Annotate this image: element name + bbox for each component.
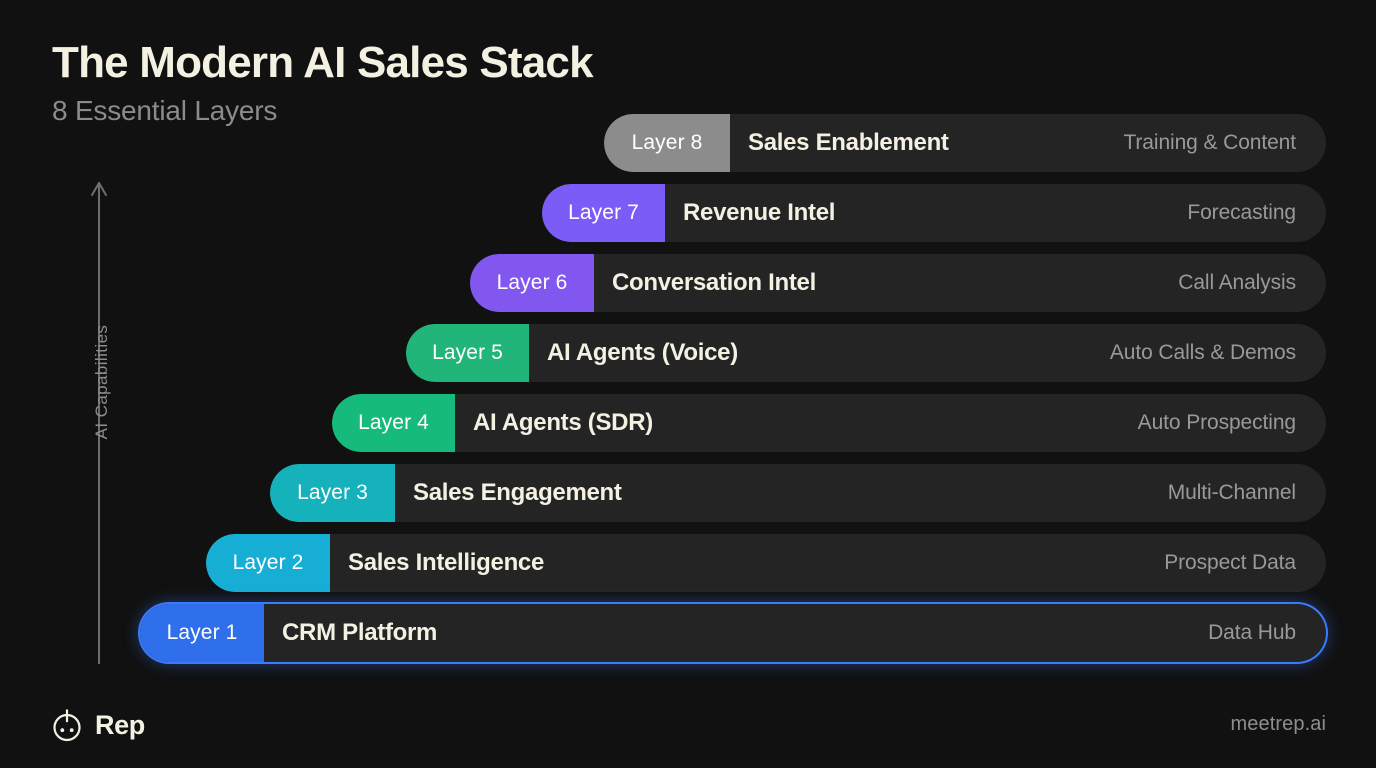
layer-badge: Layer 7 [542, 184, 665, 242]
layer-description: Prospect Data [1164, 551, 1296, 574]
footer-brand: Rep [50, 708, 145, 742]
layer-row[interactable]: Layer 6 Conversation Intel Call Analysis [470, 254, 1326, 312]
layer-description: Multi-Channel [1167, 481, 1296, 504]
layer-row[interactable]: Layer 3 Sales Engagement Multi-Channel [270, 464, 1326, 522]
layer-title: Revenue Intel [683, 199, 836, 226]
rep-robot-logo-icon [50, 708, 84, 742]
layer-title: Sales Engagement [413, 479, 622, 506]
layer-stack: Layer 8 Sales Enablement Training & Conten… [0, 114, 1376, 674]
layer-badge: Layer 2 [206, 534, 330, 592]
layer-badge: Layer 3 [270, 464, 395, 522]
layer-title: Sales Enablement [748, 129, 949, 156]
layer-description: Data Hub [1208, 621, 1296, 644]
layer-row[interactable]: Layer 8 Sales Enablement Training & Conten… [604, 114, 1326, 172]
layer-description: Forecasting [1187, 201, 1296, 224]
layer-row[interactable]: Layer 1 CRM Platform Data Hub [140, 604, 1326, 662]
layer-title: Sales Intelligence [348, 549, 545, 576]
layer-title: Conversation Intel [612, 269, 816, 296]
layer-description: Call Analysis [1178, 271, 1296, 294]
axis-line [98, 182, 100, 664]
layer-description: Training & Content [1123, 131, 1296, 154]
header: The Modern AI Sales Stack 8 Essential La… [52, 38, 752, 128]
footer-url: meetrep.ai [1230, 713, 1326, 735]
layer-row[interactable]: Layer 5 AI Agents (Voice) Auto Calls & Dem… [406, 324, 1326, 382]
layer-description: Auto Calls & Demos [1109, 341, 1296, 364]
layer-badge: Layer 6 [470, 254, 594, 312]
layer-badge: Layer 1 [140, 604, 264, 662]
layer-badge: Layer 5 [406, 324, 529, 382]
layer-title: AI Agents (SDR) [473, 409, 653, 436]
arrow-up-icon [90, 181, 108, 197]
brand-name: Rep [95, 709, 145, 740]
layer-row[interactable]: Layer 2 Sales Intelligence Prospect Data [206, 534, 1326, 592]
layer-badge: Layer 4 [332, 394, 455, 452]
y-axis: AI Capabilities [88, 182, 114, 664]
layer-row[interactable]: Layer 7 Revenue Intel Forecasting [542, 184, 1326, 242]
layer-row[interactable]: Layer 4 AI Agents (SDR) Auto Prospecting [332, 394, 1326, 452]
layer-title: CRM Platform [282, 619, 438, 646]
layer-badge: Layer 8 [604, 114, 730, 172]
layer-description: Auto Prospecting [1137, 411, 1296, 434]
page-title: The Modern AI Sales Stack [52, 38, 594, 87]
page-subtitle: 8 Essential Layers [52, 95, 278, 127]
layer-title: AI Agents (Voice) [547, 339, 738, 366]
